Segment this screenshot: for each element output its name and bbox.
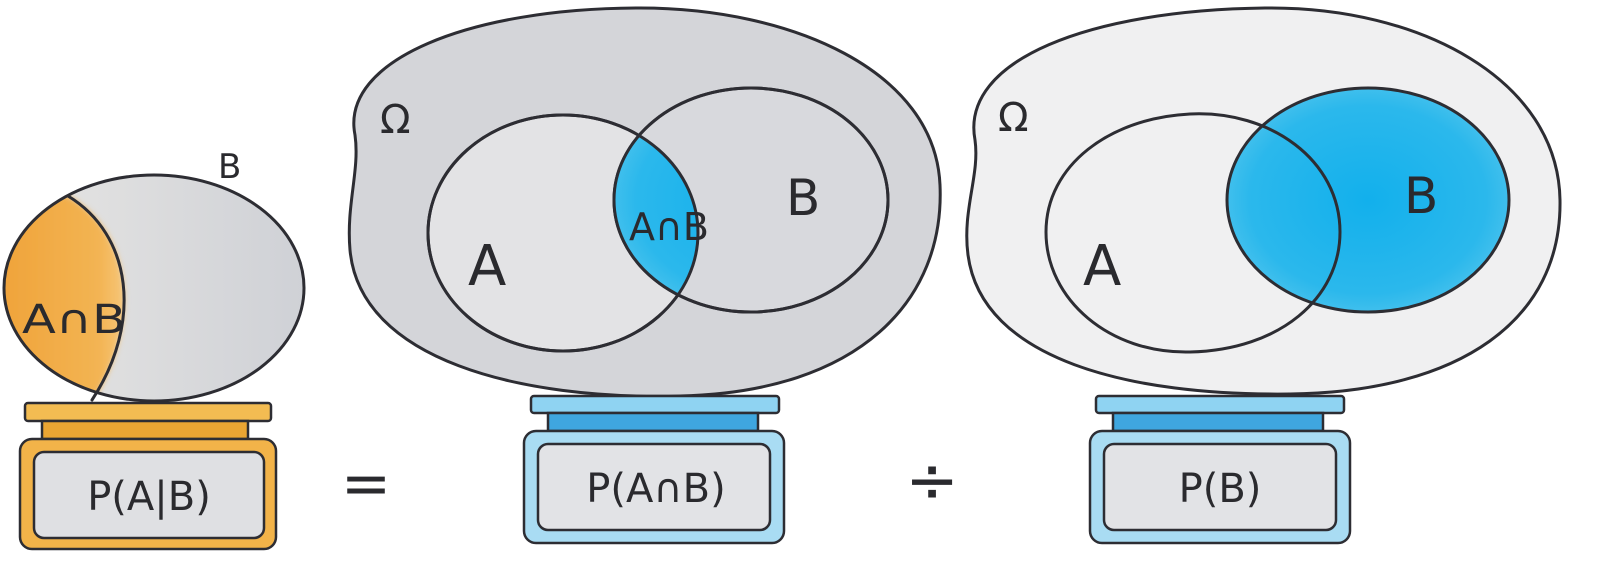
divide-sign: ÷ xyxy=(905,444,959,518)
set-a-label: A xyxy=(468,234,506,299)
intersection-label: A∩B xyxy=(629,205,709,249)
set-b-label: B xyxy=(1404,167,1438,225)
set-b-egg xyxy=(2,173,306,403)
universe-label: Ω xyxy=(998,95,1029,141)
intersection-label: A∩B xyxy=(22,297,126,343)
set-b-label: B xyxy=(786,169,820,227)
scale-label-p-a-and-b: P(A∩B) xyxy=(586,466,725,512)
right-figure: Ω A B P(B) xyxy=(965,6,1562,545)
middle-scale: P(A∩B) xyxy=(522,394,786,545)
set-a-label: A xyxy=(1083,234,1121,299)
scale-label-p-b: P(B) xyxy=(1179,466,1262,512)
middle-figure: Ω A B A∩B P(A∩B) xyxy=(347,6,942,545)
equals-sign: = xyxy=(341,449,391,519)
scale-label-p-a-given-b: P(A|B) xyxy=(87,474,211,520)
set-b-label: B xyxy=(218,147,241,187)
left-scale: P(A|B) xyxy=(18,401,278,551)
left-figure: B A∩B P(A|B) xyxy=(2,147,306,551)
set-b-region xyxy=(1227,88,1509,312)
universe-label: Ω xyxy=(380,97,411,143)
right-scale: P(B) xyxy=(1088,394,1352,545)
